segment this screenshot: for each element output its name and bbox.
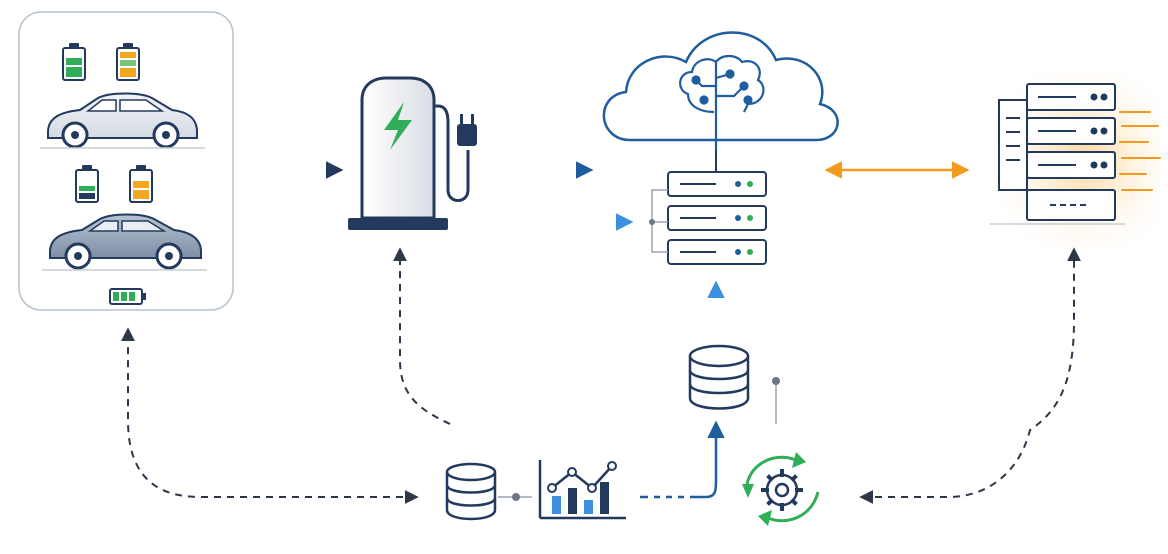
- cloud-icon: [602, 31, 839, 142]
- car-icon: [40, 92, 205, 149]
- ev-fleet-node[interactable]: [18, 11, 234, 311]
- gear-cycle-icon: [742, 452, 820, 526]
- database-icon: [688, 344, 750, 410]
- battery-icon: [129, 165, 153, 203]
- bar-chart-icon: [538, 460, 626, 520]
- server-icon: [667, 239, 767, 265]
- car-icon: [42, 213, 207, 271]
- edge-datacenter-optimization: [859, 247, 1081, 504]
- analytics-node[interactable]: [538, 460, 626, 520]
- energy-stream-lines: [1119, 111, 1161, 191]
- edge-localdb-charger: [393, 247, 451, 425]
- cloud-ai-node[interactable]: [602, 31, 839, 150]
- server-icon: [667, 171, 767, 197]
- charger-icon: [348, 76, 470, 230]
- brain-circuit-icon: [679, 54, 765, 150]
- plug-icon: [457, 114, 477, 146]
- charging-station-node[interactable]: [348, 76, 477, 230]
- server-icon: [667, 205, 767, 231]
- cloud-server-node[interactable]: [649, 150, 767, 265]
- edge-analytics-to-db: [640, 420, 725, 499]
- grid-data-center-node[interactable]: [990, 70, 1161, 250]
- battery-icon: [109, 288, 146, 305]
- battery-icon: [75, 165, 99, 203]
- battery-icon: [116, 43, 140, 81]
- local-database-node[interactable]: [445, 462, 532, 521]
- battery-icon: [62, 43, 86, 81]
- edge-localdb-fleet: [121, 327, 419, 504]
- central-database-node[interactable]: [688, 344, 780, 424]
- server-rack-icon: [998, 83, 1116, 221]
- optimization-node[interactable]: [742, 452, 820, 526]
- database-icon: [445, 462, 497, 521]
- bolt-icon: [384, 102, 412, 150]
